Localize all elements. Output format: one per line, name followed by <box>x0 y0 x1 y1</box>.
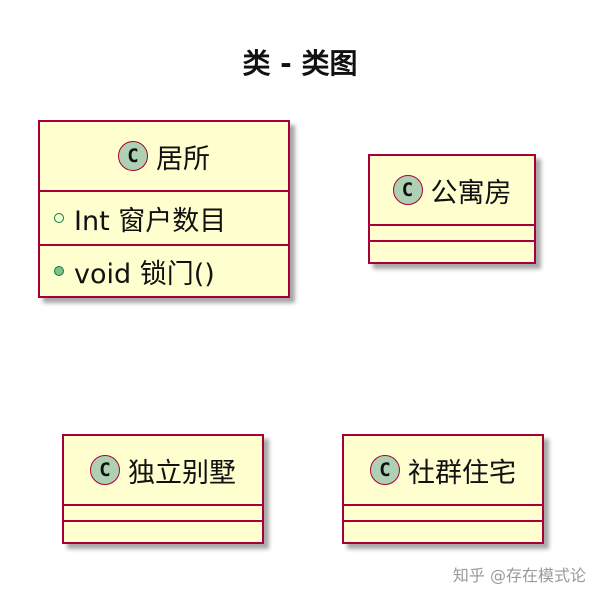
class-header: C 居所 <box>40 122 288 192</box>
class-badge-icon: C <box>392 175 423 205</box>
attribute-text: Int 窗户数目 <box>74 205 227 237</box>
methods-compartment <box>370 242 534 262</box>
class-name: 公寓房 <box>430 177 512 209</box>
attributes-compartment: Int 窗户数目 <box>40 192 288 246</box>
public-hollow-circle-icon <box>54 213 64 223</box>
class-name: 独立别墅 <box>128 457 236 489</box>
public-filled-circle-icon <box>54 266 64 276</box>
class-badge-icon: C <box>370 455 400 485</box>
methods-compartment: void 锁门() <box>40 246 288 296</box>
watermark: 知乎 @存在模式论 <box>452 566 586 585</box>
class-badge-icon: C <box>118 141 148 171</box>
class-name: 居所 <box>156 143 210 175</box>
class-box-residence[interactable]: C 居所 Int 窗户数目 void 锁门() <box>38 120 290 298</box>
method-text: void 锁门() <box>74 258 215 290</box>
method-row: void 锁门() <box>40 246 288 296</box>
class-box-villa[interactable]: C 独立别墅 <box>62 434 264 544</box>
methods-compartment <box>344 522 542 542</box>
class-header: C 社群住宅 <box>344 436 542 506</box>
class-badge-icon: C <box>90 455 120 485</box>
class-header: C 公寓房 <box>370 156 534 226</box>
class-header: C 独立别墅 <box>64 436 262 506</box>
attributes-compartment <box>344 506 542 522</box>
methods-compartment <box>64 522 262 542</box>
class-name: 社群住宅 <box>408 457 516 489</box>
diagram-title: 类 - 类图 <box>242 47 358 80</box>
class-box-community-housing[interactable]: C 社群住宅 <box>342 434 544 544</box>
attribute-row: Int 窗户数目 <box>40 192 288 244</box>
attributes-compartment <box>370 226 534 242</box>
attributes-compartment <box>64 506 262 522</box>
class-box-apartment[interactable]: C 公寓房 <box>368 154 536 264</box>
